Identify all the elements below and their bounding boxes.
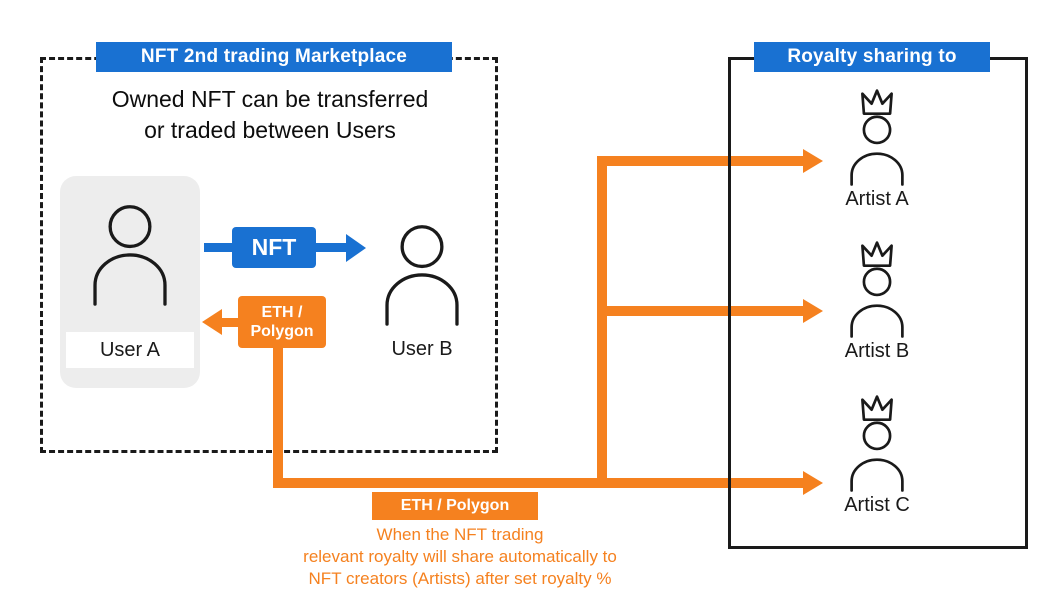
nft-arrow-stem-left	[204, 243, 234, 252]
nft-arrow-stem-right	[316, 243, 346, 252]
user-a-person-icon	[86, 202, 174, 311]
royalty-header: Royalty sharing to	[754, 42, 990, 72]
royalty-flow-caption-line1: When the NFT trading	[376, 525, 544, 544]
user-a-label: User A	[66, 332, 194, 368]
marketplace-header: NFT 2nd trading Marketplace	[96, 42, 452, 72]
user-a-card: User A	[60, 176, 200, 388]
royalty-line-vertical-right	[597, 156, 607, 488]
artist-b-crown-icon	[842, 238, 912, 343]
royalty-flow-caption-line2: relevant royalty will share automaticall…	[303, 547, 617, 566]
artist-a-label: Artist A	[845, 188, 909, 210]
eth-arrowhead-icon	[202, 309, 222, 335]
royalty-line-to-artist-b	[607, 306, 803, 316]
artist-a-crown-icon	[842, 86, 912, 191]
artist-b-label: Artist B	[844, 340, 910, 362]
eth-arrow-badge: ETH / Polygon	[238, 296, 326, 348]
marketplace-description: Owned NFT can be transferred or traded b…	[50, 84, 490, 146]
marketplace-description-line2: or traded between Users	[144, 117, 396, 143]
royalty-arrowhead-artist-c-icon	[803, 471, 823, 495]
royalty-flow-caption: When the NFT trading relevant royalty wi…	[205, 524, 715, 590]
eth-arrow-label-line1: ETH /	[261, 304, 303, 321]
marketplace-description-line1: Owned NFT can be transferred	[111, 86, 429, 112]
royalty-arrowhead-artist-b-icon	[803, 299, 823, 323]
royalty-flow-badge: ETH / Polygon	[372, 492, 538, 520]
user-b-person-icon	[378, 222, 466, 331]
eth-arrow-label-line2: Polygon	[250, 323, 314, 340]
nft-arrow-badge: NFT	[232, 227, 316, 268]
royalty-arrowhead-artist-a-icon	[803, 149, 823, 173]
royalty-flow-caption-line3: NFT creators (Artists) after set royalty…	[308, 569, 612, 588]
nft-arrowhead-icon	[346, 234, 366, 262]
royalty-line-vertical-from-badge	[273, 348, 283, 483]
royalty-line-horizontal-bottom	[273, 478, 803, 488]
artist-c-label: Artist C	[844, 494, 910, 516]
eth-arrow-stem	[221, 318, 239, 327]
user-b-label: User B	[391, 338, 453, 360]
royalty-line-to-artist-a	[607, 156, 803, 166]
artist-c-crown-icon	[842, 392, 912, 497]
